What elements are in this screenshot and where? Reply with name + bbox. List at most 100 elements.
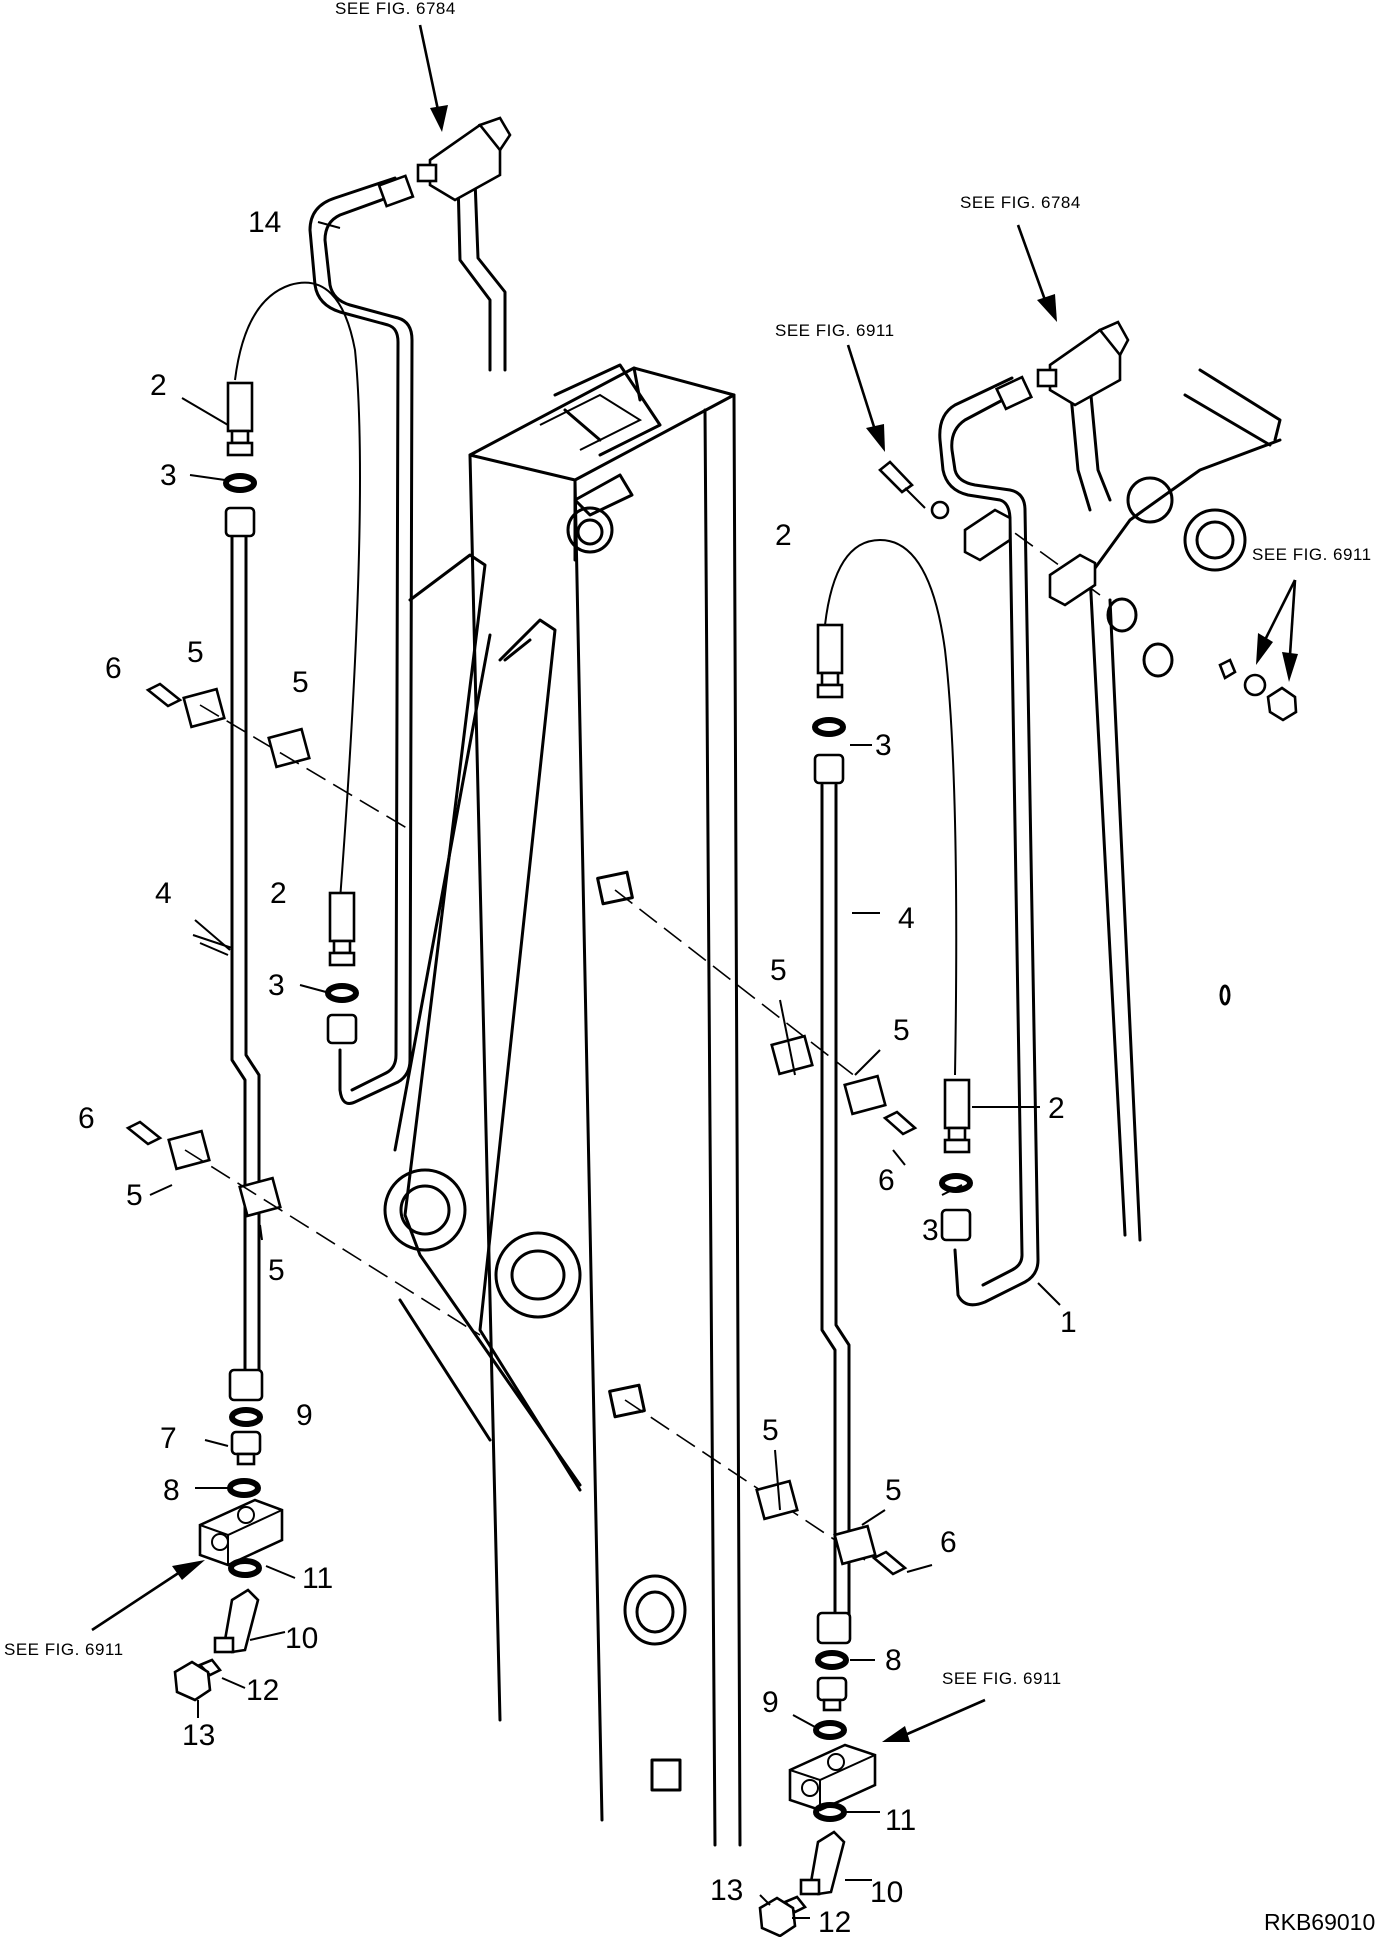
o-ring-3-mid-left bbox=[325, 983, 359, 1003]
label-13-right: 13 bbox=[710, 1874, 743, 1907]
boom-arm bbox=[383, 363, 742, 1847]
ref-right-block: SEE FIG. 6911 bbox=[942, 1669, 1062, 1688]
elbow-10-left bbox=[213, 1588, 260, 1654]
label-2-mid-left: 2 bbox=[270, 877, 287, 910]
ref-mid-bracket: SEE FIG. 6911 bbox=[775, 321, 895, 340]
label-3-top-right: 3 bbox=[875, 729, 892, 762]
label-6-right-a: 6 bbox=[878, 1164, 895, 1197]
pipe-14 bbox=[308, 174, 415, 1105]
label-7: 7 bbox=[160, 1422, 177, 1455]
ref-right-nuts: SEE FIG. 6911 bbox=[1252, 545, 1372, 564]
o-ring-9-left bbox=[229, 1407, 263, 1427]
label-8-right: 8 bbox=[885, 1644, 902, 1677]
label-10-left: 10 bbox=[285, 1622, 318, 1655]
label-5-bottom-left-a: 5 bbox=[126, 1179, 143, 1212]
o-ring-9-right bbox=[813, 1720, 847, 1740]
ref-top-right: SEE FIG. 6784 bbox=[960, 193, 1081, 212]
label-11-left: 11 bbox=[302, 1562, 333, 1595]
cap-nut-13-right bbox=[758, 1896, 797, 1937]
hose-fitting-2-top-left bbox=[226, 381, 254, 457]
ref-top-left: SEE FIG. 6784 bbox=[335, 0, 456, 18]
dash-line-4 bbox=[624, 1399, 866, 1561]
label-2-top-left: 2 bbox=[150, 369, 167, 402]
dash-line-1 bbox=[199, 704, 411, 831]
clamp-5-left-a bbox=[145, 682, 311, 769]
dash-line-2 bbox=[184, 1149, 481, 1336]
dash-line-3 bbox=[614, 889, 861, 1081]
tee-fitting-right bbox=[1036, 320, 1130, 407]
clamp-5-left-b bbox=[125, 1120, 282, 1218]
arrow-ref-top-left bbox=[418, 24, 448, 132]
label-8-left: 8 bbox=[163, 1474, 180, 1507]
block-left bbox=[198, 1498, 284, 1567]
label-6-right-b: 6 bbox=[940, 1526, 957, 1559]
hose-right bbox=[824, 538, 958, 1076]
leader-lines bbox=[149, 221, 1061, 1919]
label-3-top-left: 3 bbox=[160, 459, 177, 492]
label-5-right-a: 5 bbox=[770, 954, 787, 987]
boom-foot-structure bbox=[1068, 368, 1282, 1242]
ref-left-block: SEE FIG. 6911 bbox=[4, 1640, 124, 1659]
stand-pipe-left bbox=[456, 178, 507, 372]
label-9-right: 9 bbox=[762, 1686, 779, 1719]
pipe-4-right bbox=[820, 783, 851, 1617]
arrow-ref-right-nuts bbox=[1256, 579, 1298, 682]
label-4-left: 4 bbox=[155, 877, 172, 910]
tee-fitting-left bbox=[416, 116, 512, 202]
label-2-right: 2 bbox=[1048, 1092, 1065, 1125]
arrow-ref-left-block bbox=[91, 1560, 205, 1632]
clamp-5-right-a bbox=[770, 1034, 918, 1136]
o-ring-11-left bbox=[228, 1558, 262, 1578]
arrow-ref-top-right bbox=[1016, 224, 1057, 322]
nut-bottom-left bbox=[228, 1368, 264, 1402]
block-right bbox=[788, 1743, 877, 1812]
label-5-bottom-left-b: 5 bbox=[268, 1254, 285, 1287]
label-3-right: 3 bbox=[922, 1214, 939, 1247]
arrow-ref-right-block bbox=[882, 1698, 986, 1742]
label-11-right: 11 bbox=[885, 1804, 916, 1837]
label-14: 14 bbox=[248, 206, 281, 239]
label-5-top-left-b: 5 bbox=[292, 666, 309, 699]
hose-fitting-2-top-right bbox=[816, 623, 844, 699]
label-12-left: 12 bbox=[246, 1674, 279, 1707]
label-12-right: 12 bbox=[818, 1906, 851, 1937]
label-6-bottom-left: 6 bbox=[78, 1102, 95, 1135]
nut-top-right bbox=[813, 753, 845, 785]
adapter-right bbox=[816, 1676, 848, 1712]
label-1: 1 bbox=[1060, 1306, 1077, 1339]
o-ring-8-left bbox=[227, 1478, 261, 1498]
nut-mid-left bbox=[326, 1013, 358, 1045]
drawing-code: RKB69010 bbox=[1264, 1909, 1375, 1935]
hose-fitting-2-bottom-right bbox=[943, 1078, 971, 1154]
nut-washer-right bbox=[1218, 658, 1298, 722]
label-5-top-left-a: 5 bbox=[187, 636, 204, 669]
label-4-right: 4 bbox=[898, 902, 915, 935]
label-5-right-c: 5 bbox=[762, 1414, 779, 1447]
nut-bottom-right-hose bbox=[940, 1208, 972, 1242]
label-3-mid-left: 3 bbox=[268, 969, 285, 1002]
nut-top-left bbox=[224, 506, 256, 538]
hose-left bbox=[234, 281, 361, 901]
label-6-top-left: 6 bbox=[105, 652, 122, 685]
label-10-right: 10 bbox=[870, 1876, 903, 1909]
pipe-4-left bbox=[230, 528, 261, 1372]
o-ring-3-top-left bbox=[223, 473, 257, 493]
o-ring-3-top-right bbox=[812, 717, 846, 737]
nut-bottom-right bbox=[816, 1611, 852, 1645]
o-ring-3-bottom-right bbox=[939, 1173, 973, 1193]
clamp-5-right-b bbox=[755, 1479, 908, 1576]
label-13-left: 13 bbox=[182, 1719, 215, 1752]
bolt-bracket-top-right bbox=[878, 460, 1097, 607]
elbow-10-right bbox=[799, 1830, 846, 1896]
o-ring-8-right bbox=[815, 1650, 849, 1670]
adapter-7 bbox=[230, 1430, 262, 1466]
label-5-right-b: 5 bbox=[893, 1014, 910, 1047]
label-5-right-d: 5 bbox=[885, 1474, 902, 1507]
arrow-ref-mid-bracket bbox=[846, 344, 885, 452]
label-9-left: 9 bbox=[296, 1399, 313, 1432]
pipe-1 bbox=[938, 375, 1040, 1307]
cap-nut-13-left bbox=[173, 1660, 212, 1702]
o-ring-11-right bbox=[813, 1802, 847, 1822]
label-2-top-right: 2 bbox=[775, 519, 792, 552]
